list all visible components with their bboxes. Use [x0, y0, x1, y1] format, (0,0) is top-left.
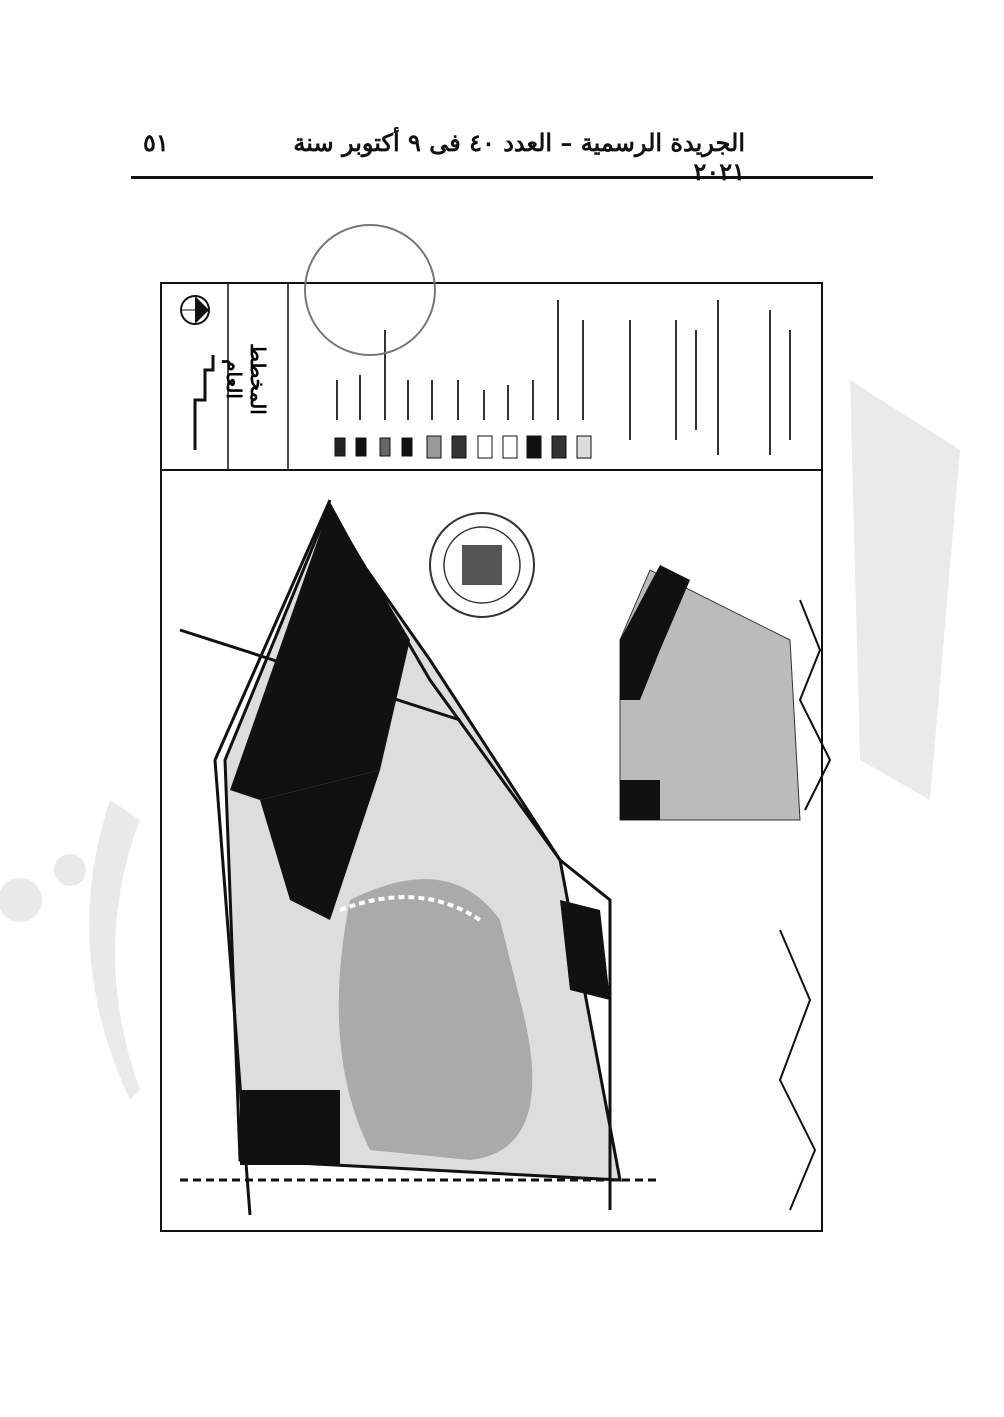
watermark [0, 380, 960, 1100]
header-rule [131, 176, 873, 179]
map-frame [160, 282, 823, 1232]
inset-plan [619, 565, 801, 821]
main-plan [223, 501, 622, 1182]
north-arrow-icon [180, 295, 210, 325]
legend-text-lines [336, 300, 791, 455]
roads [179, 499, 660, 1216]
gazette-header-title: الجريدة الرسمية – العدد ٤٠ فى ٩ أكتوبر س… [293, 128, 745, 186]
official-stamp [304, 224, 436, 356]
legend-title: المخطط العام [222, 343, 270, 415]
page-number: ٥١ [143, 128, 169, 157]
legend-swatches [334, 435, 592, 459]
seal-stamp [429, 512, 535, 618]
scale-bar [193, 355, 215, 450]
handwritten-signature [778, 599, 832, 1211]
